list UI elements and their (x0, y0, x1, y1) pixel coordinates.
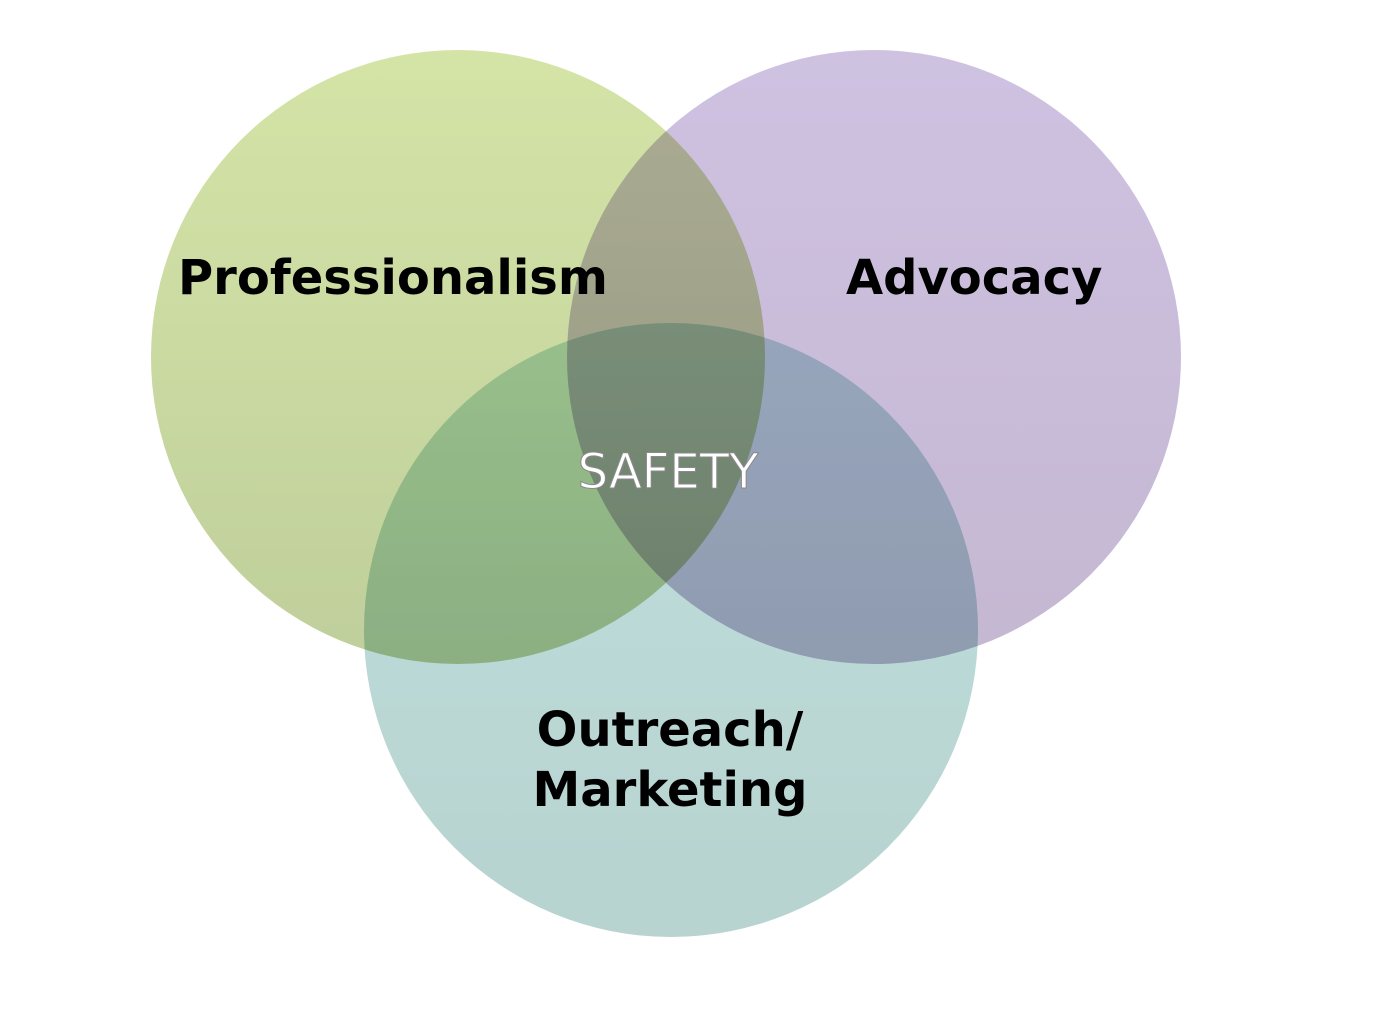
safety-center-label: SAFETY (577, 444, 759, 501)
outreach-label-line1: Outreach/ (536, 702, 804, 758)
outreach-label-line2: Marketing (532, 762, 808, 818)
outreach-marketing-label: Outreach/ Marketing (500, 700, 840, 820)
outreach-marketing-circle (364, 323, 978, 937)
advocacy-label: Advocacy (846, 250, 1103, 306)
professionalism-label: Professionalism (178, 250, 608, 306)
